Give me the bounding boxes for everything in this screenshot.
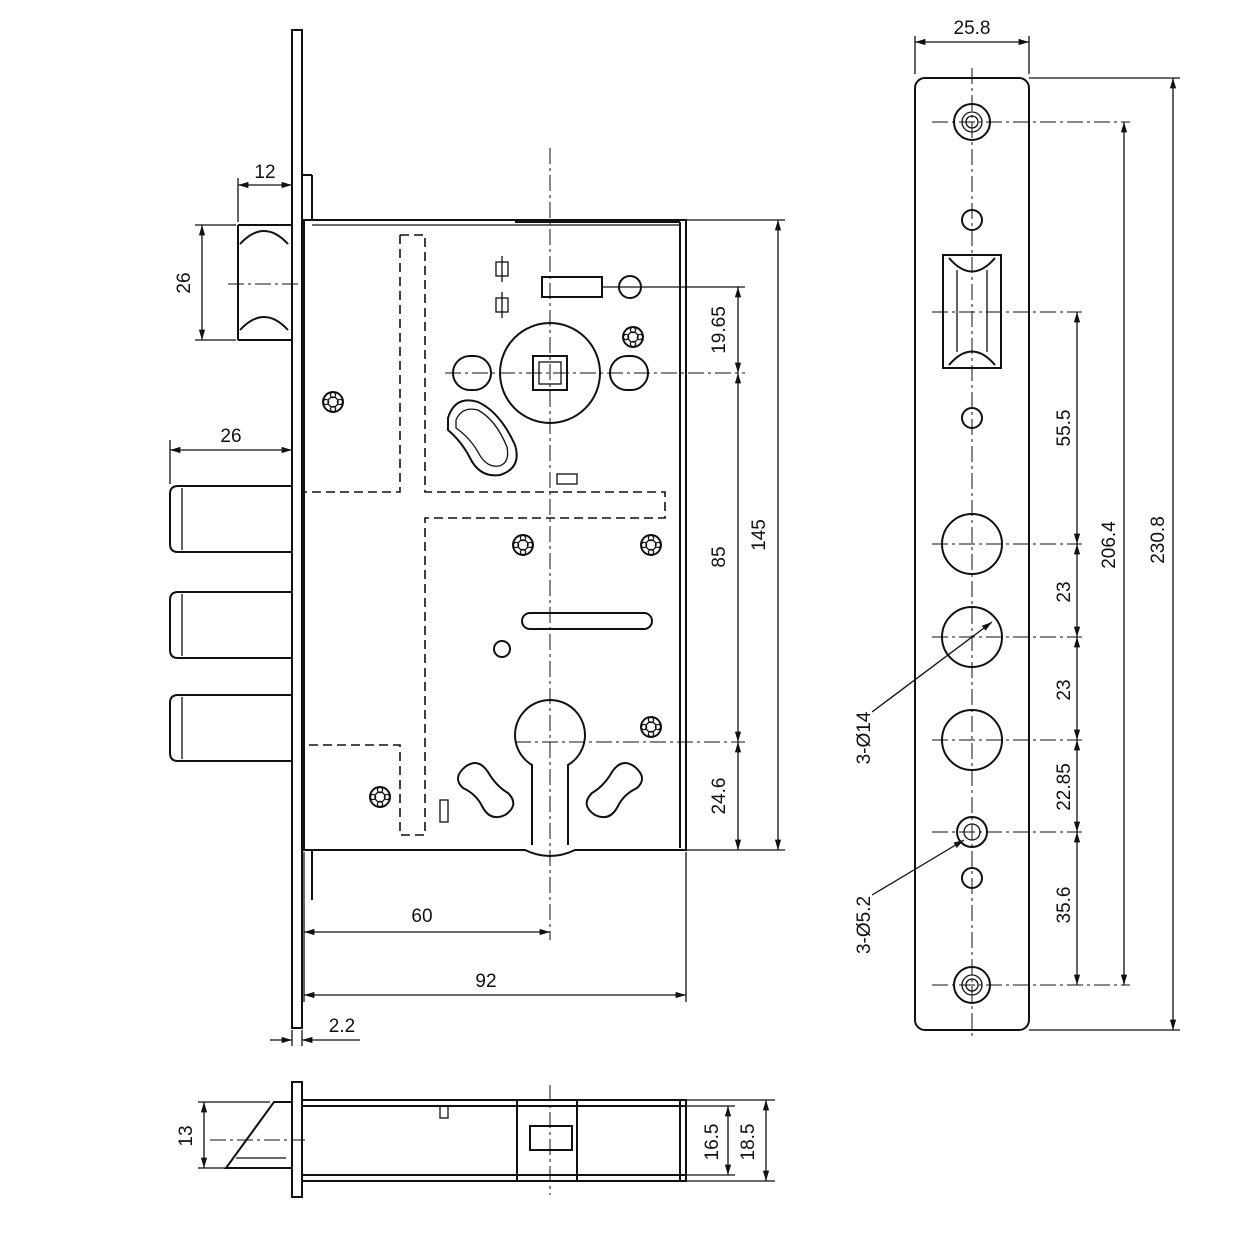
dim-latch-width: 13	[176, 1101, 270, 1169]
body-screws	[322, 326, 662, 808]
dim-text-16-5: 16.5	[702, 1124, 723, 1161]
front-faceplate	[291, 29, 303, 1029]
dim-cylinder-bottom: 24.6	[686, 742, 785, 851]
internal-bolt-bar	[304, 234, 666, 836]
dim-text-23-b: 23	[1054, 679, 1075, 700]
dim-text-55-5: 55.5	[1054, 410, 1075, 447]
dim-chain-pitches: 55.5 23 23 22.85 35.6	[1054, 312, 1081, 985]
dim-text-26-horizontal: 26	[220, 426, 241, 447]
dim-backset: 60	[303, 852, 550, 1002]
dim-text-206-4: 206.4	[1099, 521, 1120, 569]
dim-text-230-8: 230.8	[1148, 516, 1169, 564]
dim-overall-length: 230.8	[1148, 78, 1177, 1030]
faceplate-small-hole-1	[961, 209, 983, 231]
dim-case-inner: 16.5	[686, 1105, 735, 1176]
faceplate-view: 25.8 55.5 23 23 22.85 35.6 206.4 230.8	[854, 18, 1180, 1040]
dim-text-60: 60	[411, 906, 432, 927]
side-case	[301, 1099, 687, 1182]
side-view: 13 16.5 18.5	[176, 1081, 775, 1198]
dim-latch-height: 26	[174, 224, 236, 341]
dim-case-outer: 18.5	[686, 1099, 775, 1182]
dim-text-25-8: 25.8	[954, 18, 991, 39]
dim-text-24-6: 24.6	[709, 778, 730, 815]
front-view: 12 26 26 19.65 85 24	[169, 29, 785, 1046]
cylinder-cutout	[439, 699, 643, 845]
dim-text-2-2: 2.2	[329, 1016, 355, 1037]
deadbolt-pins	[169, 485, 292, 762]
dim-body-depth: 92	[304, 852, 687, 1002]
dim-spindle-cylinder: 85	[709, 373, 742, 742]
callout-text-3-d5-2: 3-Ø5.2	[854, 896, 875, 954]
dim-text-23-a: 23	[1054, 581, 1075, 602]
dim-text-18-5: 18.5	[738, 1124, 759, 1161]
callout-bolt-holes: 3-Ø14	[854, 621, 993, 764]
dim-faceplate-thickness: 2.2	[270, 1016, 360, 1046]
guide-slot	[521, 612, 653, 630]
spindle-hub	[447, 322, 649, 477]
dim-text-12: 12	[254, 162, 275, 183]
faceplate-small-hole-2	[961, 407, 983, 429]
dim-text-92: 92	[475, 971, 496, 992]
callout-screw-holes: 3-Ø5.2	[854, 839, 965, 954]
latch-bolt	[228, 224, 300, 341]
side-latch	[224, 1101, 292, 1169]
dim-text-19-65: 19.65	[709, 306, 730, 354]
spring-slot	[541, 276, 603, 298]
small-hole	[493, 640, 511, 658]
side-spindle-square	[529, 1125, 573, 1151]
dim-spindle-top: 19.65	[709, 287, 742, 373]
callout-text-3-d14: 3-Ø14	[854, 711, 875, 764]
dim-text-145: 145	[749, 519, 770, 551]
dim-faceplate-width: 25.8	[914, 18, 1030, 74]
dim-text-26-vertical: 26	[174, 272, 195, 293]
dim-text-13: 13	[176, 1125, 197, 1146]
dim-body-height: 145	[686, 219, 785, 850]
dim-text-85: 85	[709, 546, 730, 567]
dim-deadbolt-projection: 26	[169, 426, 293, 484]
lock-body	[303, 219, 687, 857]
dim-screw-span: 206.4	[1099, 122, 1128, 985]
faceplate-small-hole-3	[961, 867, 983, 889]
dim-bolt-throw: 12	[237, 162, 293, 222]
dim-text-35-6: 35.6	[1054, 887, 1075, 924]
dim-text-22-85: 22.85	[1054, 763, 1075, 811]
